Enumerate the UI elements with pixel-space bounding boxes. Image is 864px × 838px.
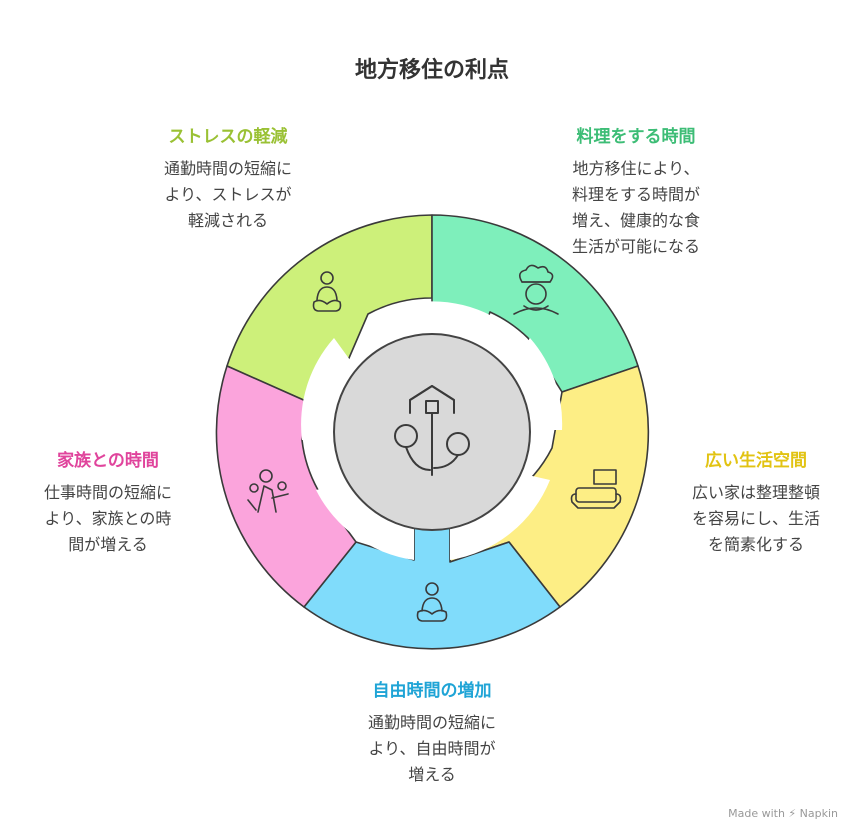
house-with-trees-icon xyxy=(394,385,470,476)
relaxing-person-icon xyxy=(416,582,448,622)
sofa-icon xyxy=(570,469,622,509)
desc-cooking: 地方移住により、 料理をする時間が 増え、健康的な食 生活が可能になる xyxy=(571,159,700,256)
label-cooking: 料理をする時間 xyxy=(576,127,696,147)
label-family: 家族との時間 xyxy=(57,451,159,471)
footer-credit: Made with ⚡ Napkin xyxy=(728,807,838,820)
desc-space: 広い家は整理整頓 を容易にし、生活 を簡素化する xyxy=(691,483,820,554)
family-icon xyxy=(247,469,289,513)
inner-gap-bottom-left xyxy=(316,480,414,560)
label-freetime: 自由時間の増加 xyxy=(372,681,492,701)
label-space: 広い生活空間 xyxy=(705,451,807,471)
label-stress: ストレスの軽減 xyxy=(168,127,288,147)
meditation-icon xyxy=(312,271,342,312)
page-title: 地方移住の利点 xyxy=(354,58,509,83)
inner-gap-bottom-right xyxy=(450,470,550,560)
desc-family: 仕事時間の短縮に より、家族との時 間が増える xyxy=(43,483,172,554)
segment-stress xyxy=(226,214,433,403)
desc-stress: 通勤時間の短縮に より、ストレスが 軽減される xyxy=(163,159,292,230)
chef-icon xyxy=(513,264,559,315)
desc-freetime: 通勤時間の短縮に より、自由時間が 増える xyxy=(367,713,496,784)
